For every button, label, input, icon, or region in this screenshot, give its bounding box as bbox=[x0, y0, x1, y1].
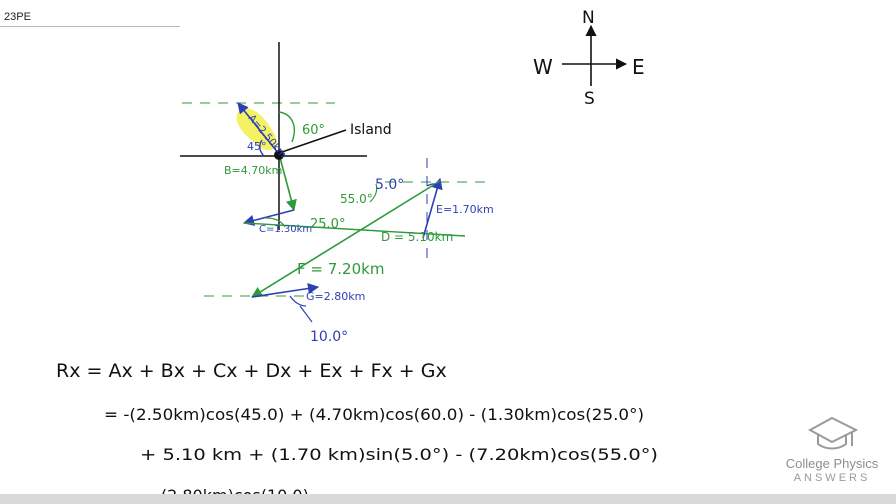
brand-logo: College Physics ANSWERS bbox=[780, 412, 890, 492]
island-pointer bbox=[281, 129, 347, 153]
vector-c bbox=[242, 209, 295, 226]
angle-arc-45 bbox=[259, 139, 265, 157]
angle-10-label: 10.0° bbox=[310, 329, 348, 345]
equation-line-2: = -(2.50km)cos(45.0) + (4.70km)cos(60.0)… bbox=[104, 405, 644, 424]
graduation-cap-icon bbox=[807, 416, 859, 450]
vector-f bbox=[251, 180, 441, 298]
angle-arc-55 bbox=[369, 183, 378, 203]
island-point bbox=[274, 150, 284, 160]
angle-60-label: 60° bbox=[302, 123, 325, 138]
compass bbox=[562, 24, 628, 86]
vector-d bbox=[243, 222, 466, 237]
angle-45-label: 45° bbox=[247, 140, 267, 153]
vector-b-label: B=4.70km bbox=[224, 164, 282, 177]
vector-c-label: C=1.30km bbox=[259, 224, 312, 235]
brand-name: College Physics bbox=[785, 456, 879, 471]
compass-west-label: W bbox=[533, 55, 553, 79]
brand-subtitle: ANSWERS bbox=[793, 472, 871, 484]
vector-g-label: G=2.80km bbox=[306, 290, 365, 303]
angle-10-pointer bbox=[299, 305, 313, 323]
angle-5-label: 5.0° bbox=[375, 177, 404, 193]
island-label: Island bbox=[350, 122, 392, 138]
reference-dashed-lines bbox=[182, 102, 490, 297]
bottom-scrollbar[interactable] bbox=[0, 494, 896, 504]
angle-arc-5 bbox=[426, 183, 438, 187]
angle-arc-60 bbox=[278, 111, 296, 143]
page-label: 23PE bbox=[4, 11, 31, 23]
equation-line-3: + 5.10 km + (1.70 km)sin(5.0°) - (7.20km… bbox=[140, 445, 658, 464]
compass-east-label: E bbox=[632, 55, 645, 79]
angle-arc-25 bbox=[265, 217, 286, 228]
vector-e bbox=[422, 177, 443, 239]
angle-55-label: 55.0° bbox=[340, 192, 373, 206]
page-divider bbox=[0, 26, 180, 27]
angle-arc-10 bbox=[289, 295, 307, 307]
compass-north-label: N bbox=[582, 8, 595, 28]
coordinate-axes bbox=[180, 42, 367, 230]
vector-d-label: D = 5.10km bbox=[381, 230, 453, 244]
vector-b bbox=[278, 153, 297, 212]
vector-a bbox=[237, 102, 280, 155]
vector-e-label: E=1.70km bbox=[436, 203, 494, 216]
vector-f-label: F = 7.20km bbox=[297, 260, 384, 278]
compass-south-label: S bbox=[584, 89, 595, 109]
equation-line-1: Rx = Ax + Bx + Cx + Dx + Ex + Fx + Gx bbox=[56, 360, 447, 382]
vector-g bbox=[251, 282, 320, 298]
angle-25-label: 25.0° bbox=[310, 217, 345, 232]
